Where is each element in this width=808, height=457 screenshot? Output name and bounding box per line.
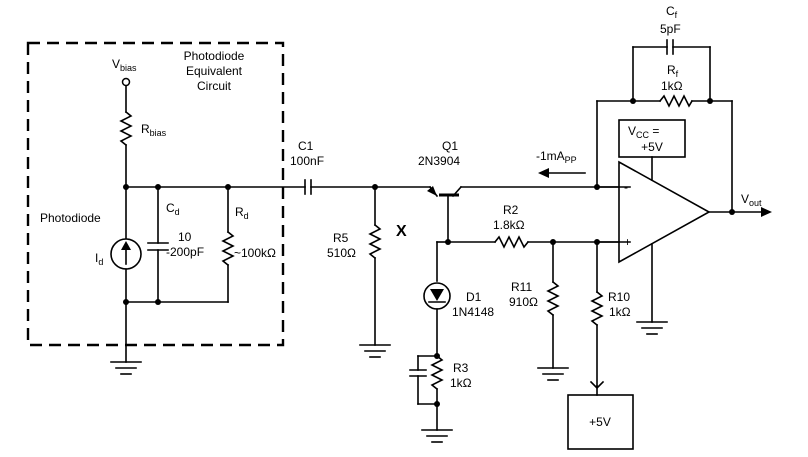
ground-symbol bbox=[110, 361, 142, 375]
r3-resistor bbox=[430, 354, 444, 391]
junction-dot bbox=[155, 299, 161, 305]
r5-resistor bbox=[368, 223, 382, 260]
d1-value: 1N4148 bbox=[452, 305, 494, 319]
photodiode-label: Photodiode bbox=[40, 211, 101, 225]
r10-value: 1kΩ bbox=[609, 305, 631, 319]
current-label: -1mAPP bbox=[536, 149, 577, 165]
ground-symbol bbox=[636, 321, 668, 335]
r3-name: R3 bbox=[453, 361, 469, 375]
op-amp bbox=[618, 160, 711, 264]
r10-resistor bbox=[590, 290, 604, 327]
vbias-terminal bbox=[121, 77, 131, 87]
c1-name: C1 bbox=[298, 139, 314, 153]
vcc-value: +5V bbox=[641, 140, 663, 154]
d1-name: D1 bbox=[466, 290, 482, 304]
rd-resistor bbox=[221, 230, 235, 267]
photodiode-equivalent-box bbox=[26, 41, 285, 347]
current-arrow-head bbox=[538, 168, 549, 178]
node-x-label: X bbox=[396, 223, 407, 240]
r2-value: 1.8kΩ bbox=[493, 218, 525, 232]
rd-value: ~100kΩ bbox=[234, 246, 276, 260]
q1-emitter-arrow bbox=[427, 186, 437, 196]
box-title-line1: Photodiode bbox=[184, 49, 245, 63]
d1-diode-triangle bbox=[430, 289, 444, 301]
c1-value: 100nF bbox=[290, 154, 324, 168]
rf-resistor bbox=[658, 94, 694, 108]
rbias-resistor bbox=[119, 110, 133, 147]
rf-label: Rf bbox=[667, 63, 679, 79]
cd-value-1: 10 bbox=[178, 230, 192, 244]
vbias-label: Vbias bbox=[112, 57, 137, 73]
r2-resistor bbox=[493, 235, 530, 249]
op-amp-plus: + bbox=[624, 235, 631, 249]
q1-name: Q1 bbox=[442, 139, 458, 153]
cf-label: Cf bbox=[666, 4, 678, 20]
r3-value: 1kΩ bbox=[450, 376, 472, 390]
id-label: Id bbox=[95, 251, 103, 267]
r10-name: R10 bbox=[608, 290, 630, 304]
op-amp-minus: - bbox=[624, 180, 628, 194]
r11-resistor bbox=[546, 280, 560, 317]
r11-name: R11 bbox=[511, 280, 532, 294]
junction-dot bbox=[434, 401, 440, 407]
r5-value: 510Ω bbox=[327, 246, 356, 260]
box-title-line2: Equivalent bbox=[186, 64, 243, 78]
cf-value: 5pF bbox=[660, 22, 681, 36]
q1-value: 2N3904 bbox=[418, 154, 460, 168]
r2-name: R2 bbox=[503, 203, 519, 217]
cd-value-2: -200pF bbox=[166, 245, 204, 259]
rbias-label: Rbias bbox=[141, 122, 167, 138]
rd-label: Rd bbox=[235, 205, 249, 221]
current-arrow-head bbox=[121, 241, 131, 250]
vcc-label: VCC = bbox=[628, 124, 659, 140]
ground-symbol bbox=[359, 344, 391, 358]
cd-label: Cd bbox=[166, 201, 180, 217]
vout-label: Vout bbox=[741, 192, 762, 208]
ground-symbol bbox=[537, 367, 569, 381]
supply-box bbox=[567, 394, 634, 450]
ground-symbol bbox=[421, 429, 453, 443]
q1-collector-lead bbox=[451, 185, 463, 198]
r5-name: R5 bbox=[333, 231, 349, 245]
box-title-line3: Circuit bbox=[197, 79, 232, 93]
r11-value: 910Ω bbox=[509, 295, 538, 309]
output-arrow bbox=[761, 207, 772, 217]
rf-value: 1kΩ bbox=[661, 79, 683, 93]
supply-box-label: +5V bbox=[589, 415, 611, 429]
